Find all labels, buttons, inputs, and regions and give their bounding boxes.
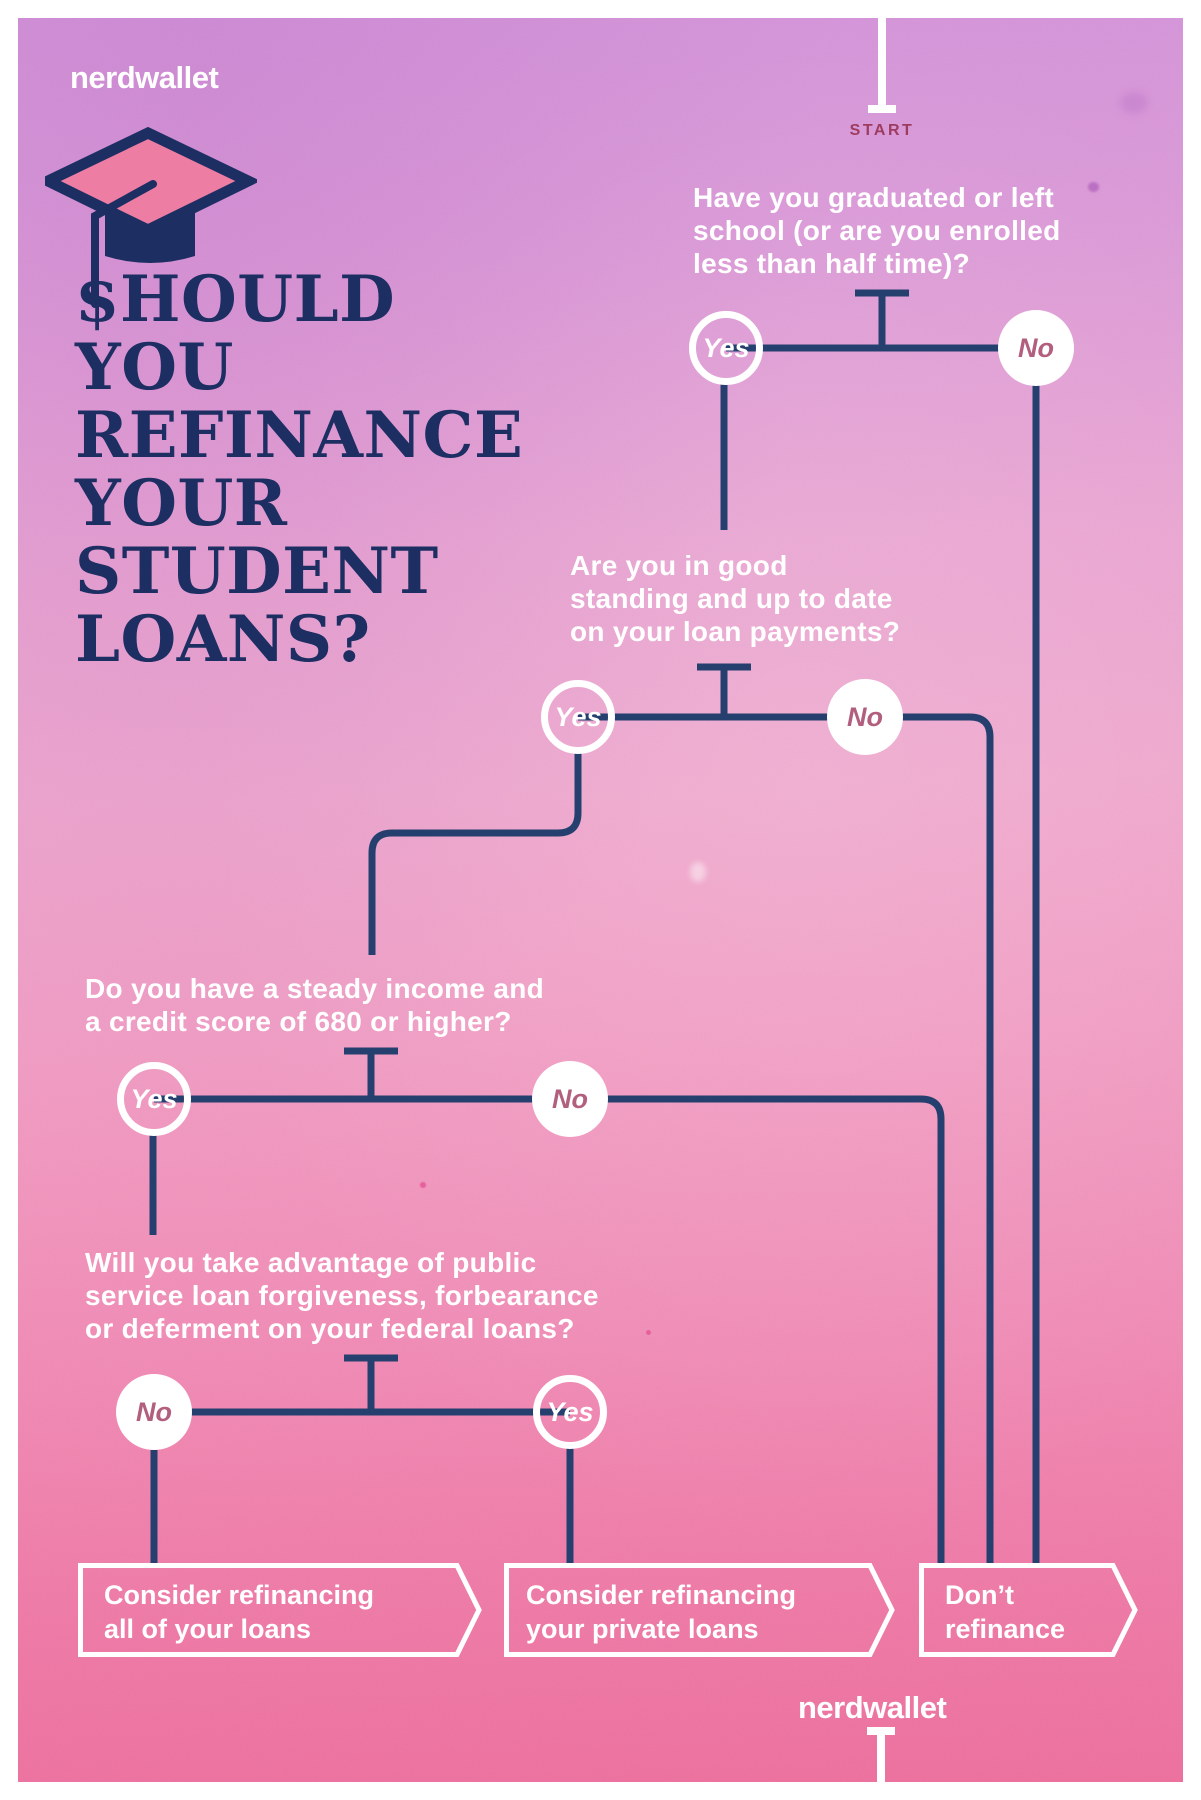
- answer-no-q2: No: [827, 679, 903, 755]
- title-line: STUDENT: [75, 534, 439, 609]
- question-text-line: Are you in good: [570, 550, 788, 581]
- question-text-line: less than half time)?: [693, 248, 971, 279]
- question-text-line: on your loan payments?: [570, 616, 901, 647]
- outcome-box-consider-all: Consider refinancing all of your loans: [78, 1563, 484, 1657]
- question-3: Do you have a steady income and a credit…: [85, 972, 544, 1038]
- answer-no-q3: No: [532, 1061, 608, 1137]
- question-text-line: or deferment on your federal loans?: [85, 1313, 575, 1344]
- answer-yes-q1: Yes: [689, 311, 763, 385]
- title-line: YOU: [75, 330, 234, 405]
- outcome-text-line: all of your loans: [104, 1614, 312, 1644]
- title-line: YOUR: [75, 466, 288, 541]
- question-text-line: a credit score of 680 or higher?: [85, 1006, 512, 1037]
- question-text-line: Have you graduated or left: [693, 182, 1054, 213]
- outcome-text-line: Consider refinancing: [526, 1580, 797, 1610]
- outcome-box-consider-private: Consider refinancing your private loans: [504, 1563, 896, 1657]
- nerdwallet-logo: nerdwallet: [70, 60, 219, 95]
- question-2: Are you in good standing and up to date …: [570, 549, 900, 648]
- title-line: LOANS?: [75, 602, 371, 677]
- outcome-text-line: refinance: [945, 1614, 1066, 1644]
- outcome-text-line: Consider refinancing: [104, 1580, 375, 1610]
- question-text-line: Will you take advantage of public: [85, 1247, 537, 1278]
- page-title: $HOULD YOU REFINANCE YOUR STUDENT LOANS?: [75, 266, 523, 674]
- start-label: START: [849, 122, 915, 139]
- question-text-line: service loan forgiveness, forbearance: [85, 1280, 599, 1311]
- question-text-line: standing and up to date: [570, 583, 893, 614]
- answer-yes-q3: Yes: [117, 1062, 191, 1136]
- title-line: $HOULD: [75, 262, 396, 337]
- outcome-arrow-shape: [504, 1563, 895, 1657]
- outcome-arrow-shape: [919, 1563, 1138, 1657]
- outcome-text-line: Don’t: [945, 1580, 1014, 1610]
- answer-no-q4: No: [116, 1374, 192, 1450]
- outcome-arrow-shape: [78, 1563, 482, 1657]
- answer-no-q1: No: [998, 310, 1074, 386]
- graduation-cap-icon: [45, 126, 257, 308]
- title-line: REFINANCE: [75, 398, 524, 473]
- answer-yes-q2: Yes: [541, 680, 615, 754]
- outcome-box-dont-refinance: Don’t refinance: [919, 1563, 1141, 1657]
- question-4: Will you take advantage of public servic…: [85, 1246, 599, 1345]
- outcome-text-line: your private loans: [526, 1614, 759, 1644]
- answer-yes-q4: Yes: [533, 1375, 607, 1449]
- question-1: Have you graduated or left school (or ar…: [693, 181, 1061, 280]
- question-text-line: school (or are you enrolled: [693, 215, 1061, 246]
- nerdwallet-logo-footer: nerdwallet: [798, 1690, 947, 1725]
- question-text-line: Do you have a steady income and: [85, 973, 544, 1004]
